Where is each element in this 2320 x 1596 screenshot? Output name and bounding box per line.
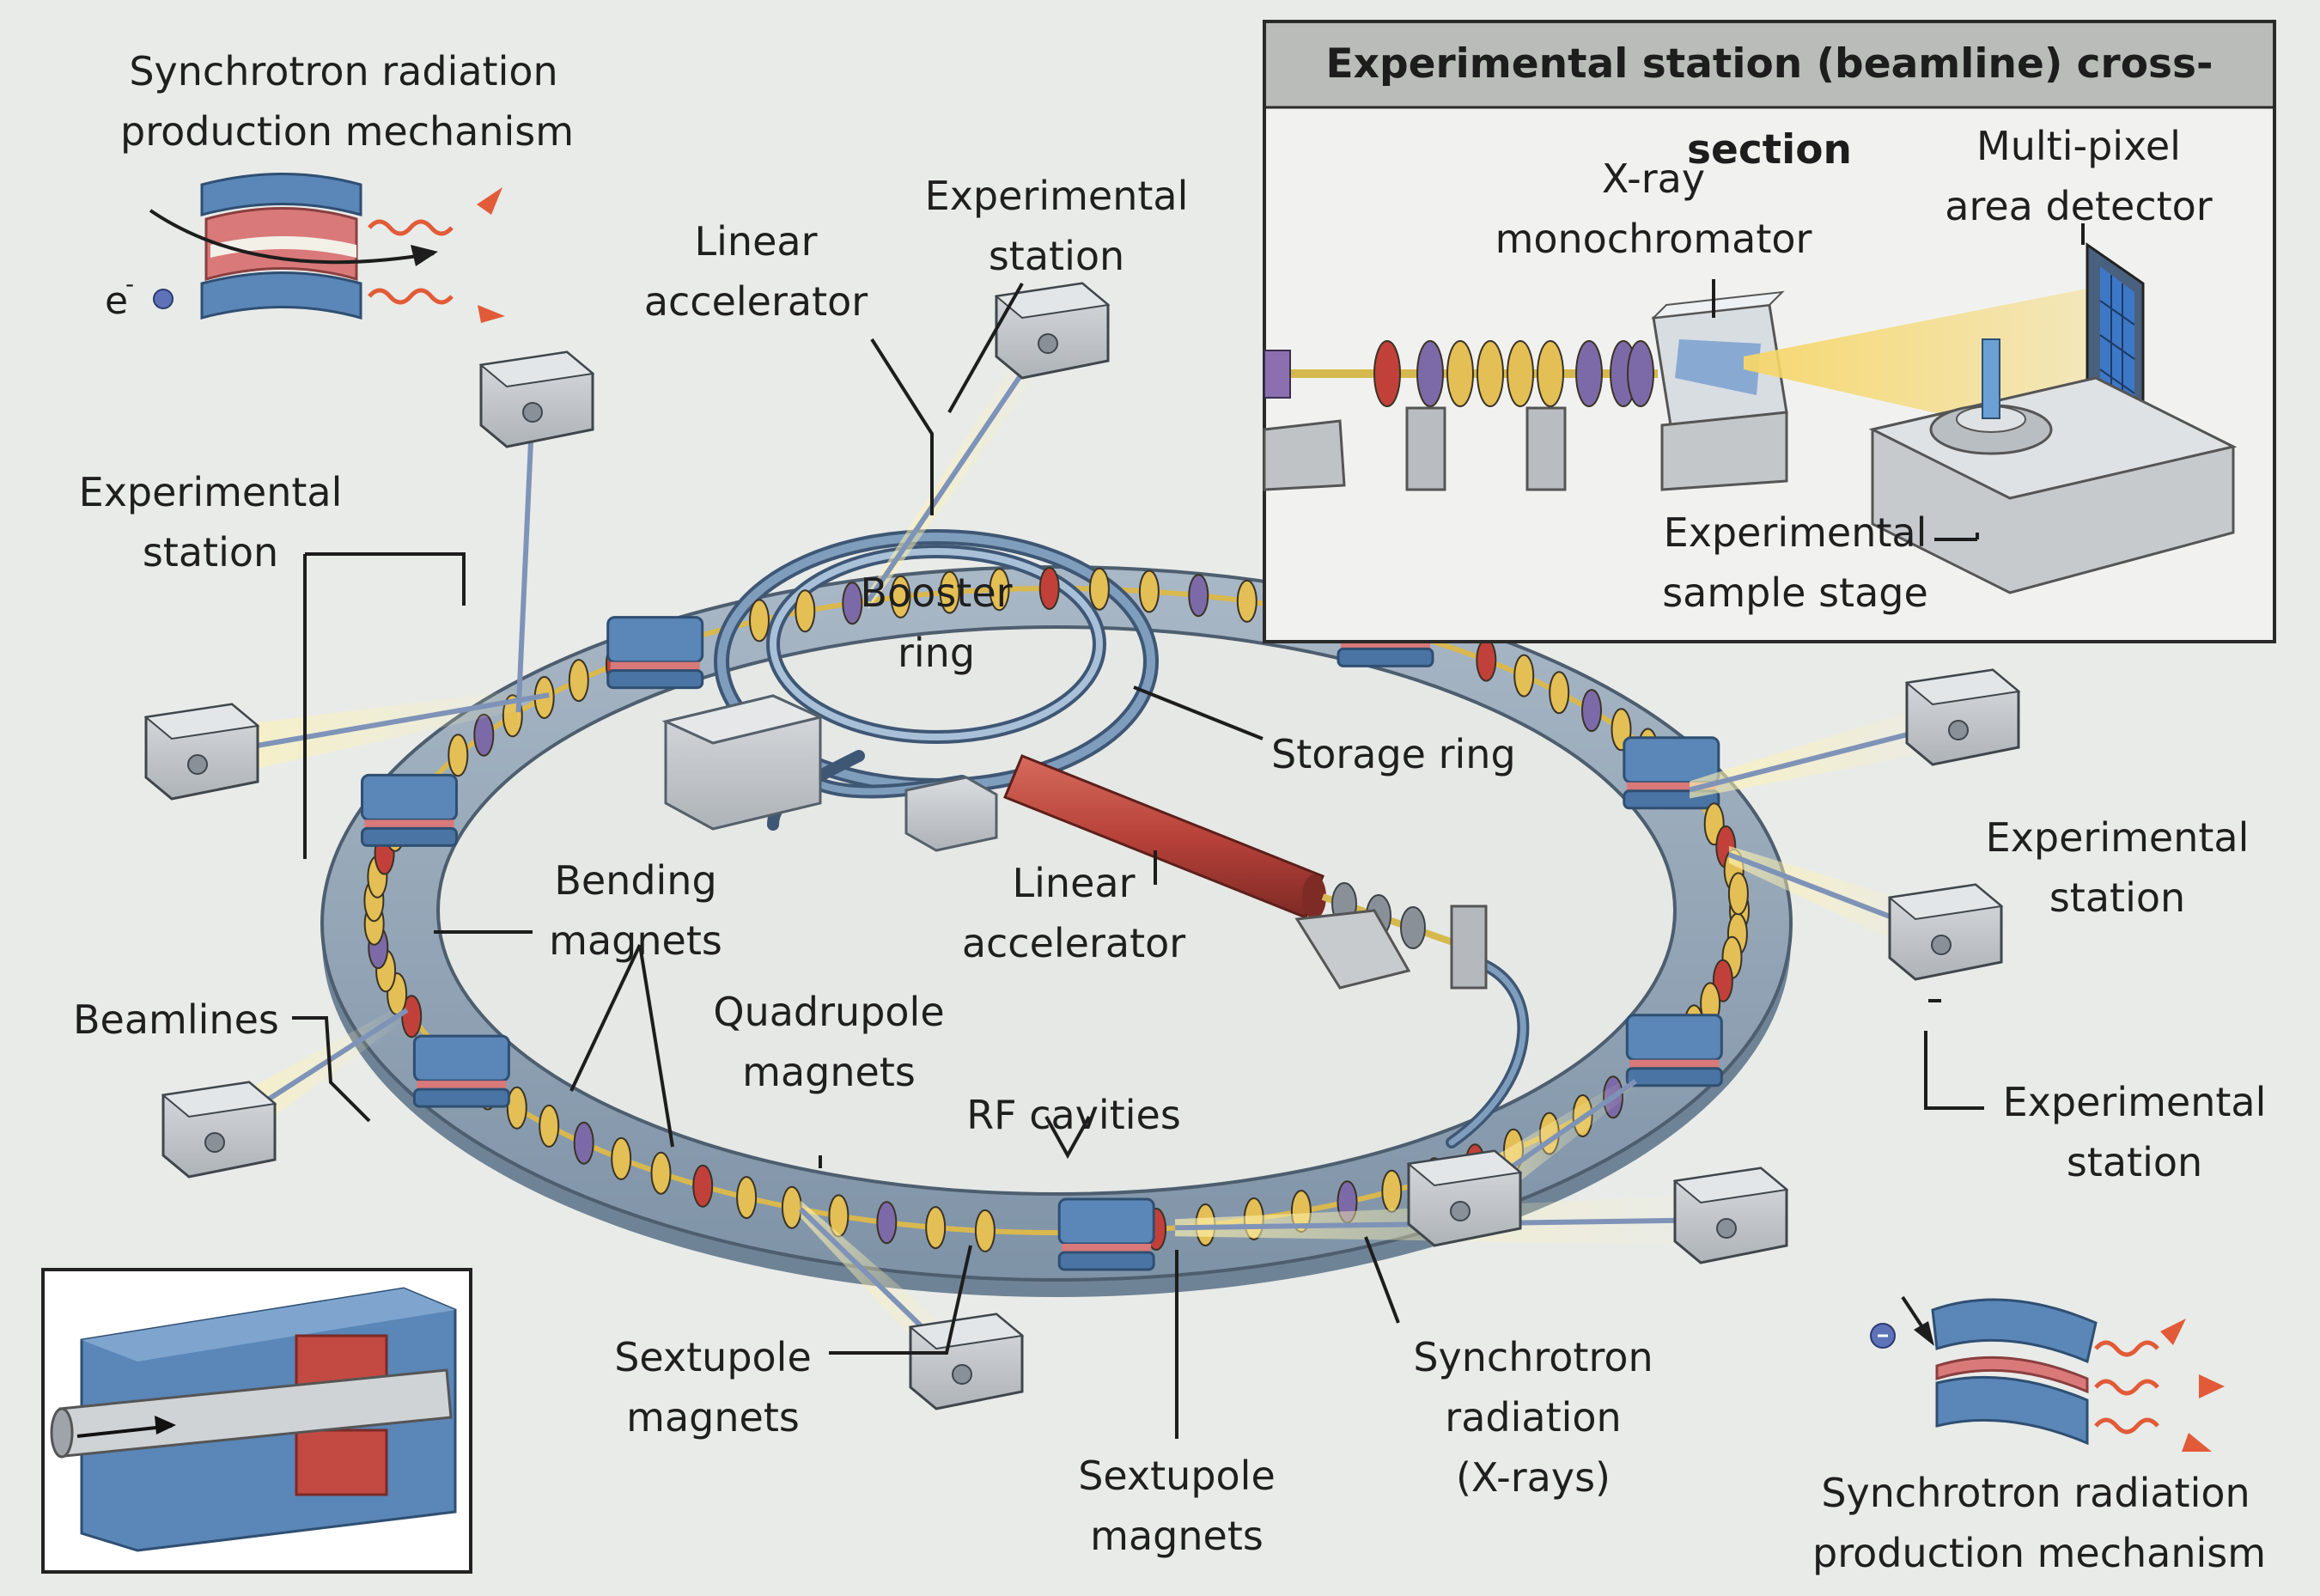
quadrupole-magnet [890,575,911,618]
inset-magnet [1373,340,1401,407]
quadrupole-magnet [1381,1169,1403,1213]
quadrupole-magnet [781,1185,802,1229]
injector-equipment [661,694,998,852]
experimental-station-box [1904,668,2021,766]
quadrupole-magnet [448,734,469,777]
magnet-detail-inset [41,1268,472,1574]
experimental-station-box [478,350,595,448]
label-beamlines: Beamlines [73,996,279,1043]
quadrupole-magnet [1513,654,1535,697]
leader-lines [292,283,1984,1439]
bending-magnet [1625,1014,1723,1087]
beamline-pipe [866,333,1050,603]
quadrupole-magnet [539,1104,560,1148]
electron-charge: - [125,270,134,298]
bending-magnet [361,773,458,847]
quadrupole-magnet [925,1206,947,1250]
beamline-pipe [515,403,535,713]
inset-title: Experimental station (beamline) cross-se… [1325,40,2213,174]
quadrupole-magnet [939,570,960,614]
quadrupole-magnet [1549,671,1570,715]
beamlines-group [143,282,2021,1410]
quadrupole-magnet [989,568,1010,612]
octupole-magnet [473,713,495,757]
quadrupole-magnet [568,659,589,703]
electron-label: e - [105,270,134,323]
quadrupole-magnet [1138,570,1160,613]
octupole-magnet [842,582,863,625]
quadrupole-magnet [749,599,770,643]
inset-magnet [1416,340,1444,407]
experimental-station-box [1887,883,2004,981]
quadrupole-magnet [795,589,816,633]
quadrupole-magnet [1727,872,1749,916]
mechanism-bottom-right [1870,1295,2225,1452]
mechanism-top-left [149,173,505,323]
label-rf-cavities: RF cavities [966,1092,1181,1138]
experimental-station-box [161,1081,277,1179]
octupole-magnet [1581,689,1602,733]
inset-magnet [1477,340,1504,407]
quadrupole-magnet [1088,567,1110,611]
experimental-station-box [908,1313,1025,1410]
linear-accelerator-center [1003,754,1488,990]
quadrupole-magnet [506,1086,527,1130]
inset-magnet [1575,340,1603,407]
quadrupole-magnet [650,1151,672,1195]
quadrupole-magnet [736,1176,758,1220]
experimental-station-box [1406,1149,1523,1247]
inset-stand [1525,406,1567,491]
sextupole-magnet [1476,638,1497,682]
label-storage-ring: Storage ring [1271,731,1516,777]
experimental-station-box [994,282,1111,380]
octupole-magnet [1188,574,1209,618]
quadrupole-magnet [1236,579,1257,623]
experimental-station-box [143,703,260,801]
experimental-station-box [1672,1167,1789,1264]
inset-magnet [1627,340,1654,407]
inset-magnet [1537,340,1564,407]
inset-stand [1405,406,1446,491]
bending-magnet [606,616,704,690]
sextupole-magnet [1038,567,1060,610]
bending-magnet [1057,1197,1155,1271]
sextupole-magnet [692,1164,714,1208]
bending-magnet [1623,736,1720,810]
inset-magnet [1507,340,1534,407]
electron-symbol: e [105,279,128,323]
octupole-magnet [573,1121,594,1165]
inset-magnet [1446,340,1474,407]
beamline-cross-section-inset [1263,20,2276,643]
quadrupole-magnet [974,1209,996,1252]
bending-magnet [412,1034,510,1108]
octupole-magnet [876,1201,898,1245]
quadrupole-magnet [611,1136,632,1180]
